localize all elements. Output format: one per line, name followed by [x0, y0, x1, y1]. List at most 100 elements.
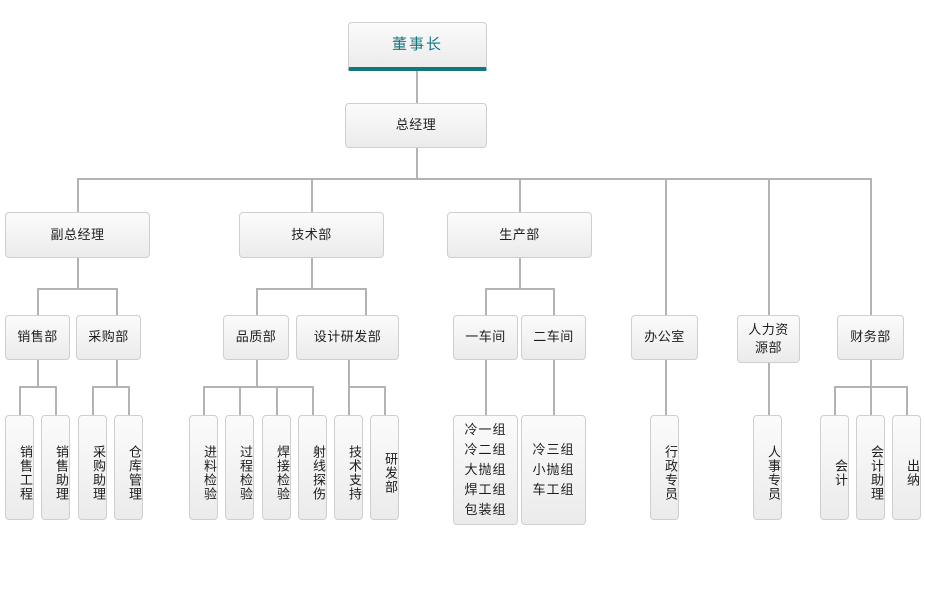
node-cashier-label: 出纳: [905, 458, 920, 487]
connector-drop-purch-dept: [116, 288, 118, 315]
node-deputy-general-manager-label: 副总经理: [50, 226, 105, 242]
connector-fin-dept-down: [870, 360, 872, 386]
workshop-two-group-2: 小抛组: [532, 461, 575, 477]
connector-hr-dept-to-hr-spec: [768, 363, 770, 415]
workshop-one-group-3: 大抛组: [464, 461, 507, 477]
node-sales-department-label: 销售部: [17, 329, 58, 345]
node-hr-department[interactable]: 人力资 源部: [737, 315, 800, 363]
node-cashier[interactable]: 出纳: [892, 415, 921, 520]
node-purchasing-department[interactable]: 采购部: [76, 315, 141, 360]
node-incoming-inspection[interactable]: 进料检验: [189, 415, 218, 520]
node-radiographic-testing-label: 射线探伤: [311, 444, 326, 501]
node-accounting-assistant-label: 会计助理: [869, 444, 884, 501]
node-administrative-specialist[interactable]: 行政专员: [650, 415, 679, 520]
connector-drop-hr-dept: [768, 178, 770, 315]
connector-tech-dept-down: [311, 258, 313, 288]
connector-drop-tech-support: [348, 386, 350, 415]
connector-rnd-dept-down: [348, 360, 350, 386]
workshop-one-group-4: 焊工组: [464, 482, 507, 498]
node-workshop-two-groups[interactable]: 冷三组 小抛组 车工组: [521, 415, 586, 525]
node-sales-department[interactable]: 销售部: [5, 315, 70, 360]
connector-drop-xray-insp: [312, 386, 314, 415]
node-accountant[interactable]: 会计: [820, 415, 849, 520]
connector-qc-dept-bus: [203, 386, 314, 388]
node-hr-department-label-line1: 人力资: [748, 322, 789, 338]
node-production-department[interactable]: 生产部: [447, 212, 592, 258]
node-technical-support[interactable]: 技术支持: [334, 415, 363, 520]
node-purchasing-assistant-label: 采购助理: [91, 444, 106, 501]
node-hr-specialist[interactable]: 人事专员: [753, 415, 782, 520]
connector-drop-weld-insp: [276, 386, 278, 415]
node-quality-department-label: 品质部: [235, 329, 277, 345]
node-administrative-specialist-label: 行政专员: [663, 444, 678, 501]
connector-drop-ws1: [485, 288, 487, 315]
connector-drop-sales-dept: [37, 288, 39, 315]
connector-ws1-to-groups: [485, 360, 487, 415]
node-chairman[interactable]: 董事长: [348, 22, 487, 71]
connector-drop-ws2: [553, 288, 555, 315]
connector-deputy-gm-down: [77, 258, 79, 288]
connector-drop-cashier: [906, 386, 908, 415]
connector-drop-accountant: [834, 386, 836, 415]
node-sales-assistant-label: 销售助理: [54, 444, 69, 501]
node-quality-department[interactable]: 品质部: [223, 315, 289, 360]
workshop-one-group-5: 包装组: [464, 502, 507, 518]
node-general-manager[interactable]: 总经理: [345, 103, 487, 148]
connector-drop-deputy-gm: [77, 178, 79, 212]
connector-drop-sales-eng: [19, 386, 21, 415]
node-technical-department-label: 技术部: [291, 226, 332, 242]
connector-drop-office: [665, 178, 667, 315]
node-workshop-one-label: 一车间: [465, 329, 506, 345]
connector-drop-tech-dept: [311, 178, 313, 212]
connector-ws2-to-groups: [553, 360, 555, 415]
node-hr-specialist-label: 人事专员: [766, 444, 781, 501]
node-purchasing-assistant[interactable]: 采购助理: [78, 415, 107, 520]
node-warehouse-management-label: 仓库管理: [127, 444, 142, 501]
node-deputy-general-manager[interactable]: 副总经理: [5, 212, 150, 258]
node-workshop-one[interactable]: 一车间: [453, 315, 518, 360]
node-rnd-sub-department-label: 研发部: [383, 451, 398, 494]
connector-sales-dept-down: [37, 360, 39, 386]
node-office[interactable]: 办公室: [631, 315, 698, 360]
connector-tech-dept-bus: [256, 288, 367, 290]
workshop-two-group-3: 车工组: [532, 482, 575, 498]
connector-drop-process-insp: [239, 386, 241, 415]
connector-drop-fin-dept: [870, 178, 872, 315]
node-hr-department-label-line2: 源部: [754, 340, 782, 355]
node-process-inspection-label: 过程检验: [238, 444, 253, 501]
node-sales-engineering[interactable]: 销售工程: [5, 415, 34, 520]
connector-sales-dept-bus: [19, 386, 56, 388]
node-workshop-two-label: 二车间: [533, 329, 574, 345]
node-process-inspection[interactable]: 过程检验: [225, 415, 254, 520]
node-technical-department[interactable]: 技术部: [239, 212, 384, 258]
node-finance-department[interactable]: 财务部: [837, 315, 904, 360]
node-radiographic-testing[interactable]: 射线探伤: [298, 415, 327, 520]
node-general-manager-label: 总经理: [395, 117, 437, 133]
node-welding-inspection[interactable]: 焊接检验: [262, 415, 291, 520]
node-sales-assistant[interactable]: 销售助理: [41, 415, 70, 520]
node-accounting-assistant[interactable]: 会计助理: [856, 415, 885, 520]
node-finance-department-label: 财务部: [850, 329, 891, 345]
node-purchasing-department-label: 采购部: [88, 329, 129, 345]
connector-office-to-admin-spec: [665, 360, 667, 415]
connector-drop-acct-asst: [870, 386, 872, 415]
connector-drop-purch-asst: [92, 386, 94, 415]
connector-drop-incoming-insp: [203, 386, 205, 415]
connector-drop-qc-dept: [256, 288, 258, 315]
connector-purch-dept-bus: [92, 386, 130, 388]
node-warehouse-management[interactable]: 仓库管理: [114, 415, 143, 520]
node-sales-engineering-label: 销售工程: [18, 444, 33, 501]
node-workshop-one-groups[interactable]: 冷一组 冷二组 大抛组 焊工组 包装组: [453, 415, 518, 525]
workshop-one-group-1: 冷一组: [464, 421, 507, 437]
connector-drop-rnd-sub: [384, 386, 386, 415]
node-incoming-inspection-label: 进料检验: [202, 444, 217, 501]
connector-gm-bus: [77, 178, 871, 180]
node-design-rnd-department[interactable]: 设计研发部: [296, 315, 399, 360]
node-workshop-two[interactable]: 二车间: [521, 315, 586, 360]
node-rnd-sub-department[interactable]: 研发部: [370, 415, 399, 520]
workshop-one-group-2: 冷二组: [464, 441, 507, 457]
connector-drop-prod-dept: [519, 178, 521, 212]
connector-drop-sales-asst: [55, 386, 57, 415]
connector-purch-dept-down: [116, 360, 118, 386]
